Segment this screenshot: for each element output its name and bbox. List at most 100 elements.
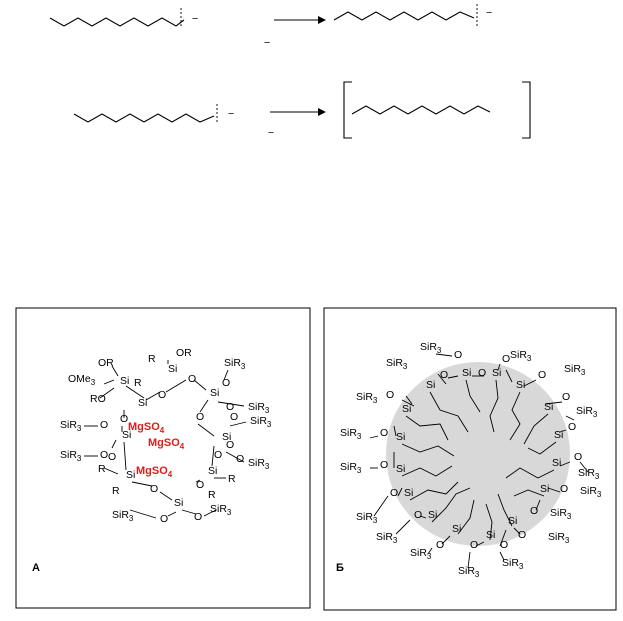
- alkyl-chain-12: [431, 487, 471, 523]
- alkyl-chain-15: [497, 493, 513, 527]
- alkyl-chain-3: [509, 391, 521, 441]
- bond-b-29: [565, 415, 575, 421]
- si-atom-b-11: Si: [540, 483, 549, 495]
- sir3-a-7-subscript: 3: [227, 508, 232, 517]
- oxygen-b-2: O: [478, 367, 486, 379]
- mgso4-1: MgSO4: [128, 421, 165, 435]
- alkyl-chain-10: [409, 481, 459, 501]
- sir3-a-5: SiR3: [248, 457, 270, 471]
- bond-b-0: [435, 353, 453, 357]
- alkyl-chain-0: [429, 391, 469, 433]
- bond-a-0: [125, 385, 145, 399]
- sir3-b-6-subscript: 3: [357, 432, 362, 441]
- sir3-b-5: SiR3: [576, 405, 598, 419]
- oxygen-a-5: O: [108, 451, 116, 463]
- bond-b-6: [523, 379, 537, 387]
- si-atom-a-0: Si: [120, 375, 129, 387]
- chain-reactant-2: [73, 113, 215, 123]
- bond-b-20: [513, 527, 521, 535]
- sir3-a-0: SiR3: [224, 357, 246, 371]
- bracket-left: [343, 81, 352, 139]
- oxygen-a-8: O: [150, 483, 158, 495]
- sir3-b-7-subscript: 3: [595, 472, 600, 481]
- oxygen-a-10: O: [194, 511, 202, 523]
- bond-b-2: [447, 375, 459, 379]
- si-atom-b-13: Si: [452, 523, 461, 535]
- sir3-b-2: SiR3: [510, 349, 532, 363]
- micelle-core: [386, 362, 570, 546]
- sir3-b-12-subscript: 3: [393, 536, 398, 545]
- sir3-b-11: SiR3: [550, 507, 572, 521]
- bond-a-5: [197, 423, 215, 437]
- bond-b-28: [499, 551, 505, 561]
- oxygen-a-3: O: [120, 413, 128, 425]
- sir3-a-3: SiR3: [60, 419, 82, 433]
- oxygen-b-7: O: [380, 427, 388, 439]
- bond-a-17: [111, 365, 119, 377]
- oxygen-a-15: O: [100, 449, 108, 461]
- bond-b-22: [369, 435, 379, 439]
- bond-b-7: [401, 399, 415, 407]
- alkyl-chain-14: [485, 503, 493, 541]
- sir3-b-2-subscript: 3: [527, 354, 532, 363]
- reaction-row-2: − −: [73, 81, 531, 139]
- oxygen-b-6: O: [562, 391, 570, 403]
- mgso4-1-subscript: 4: [160, 426, 165, 435]
- bond-b-4: [497, 363, 501, 371]
- oxygen-a-2: O: [196, 411, 204, 423]
- sir3-a-6-subscript: 3: [129, 514, 134, 523]
- r-group-1: R: [134, 377, 142, 389]
- alkyl-chain-11: [513, 489, 545, 497]
- reaction-row-1: − − −: [49, 4, 492, 49]
- bond-b-9: [393, 425, 397, 437]
- si-atom-a-4: Si: [122, 429, 131, 441]
- si-atom-a-1: Si: [138, 397, 147, 409]
- sir3-b-16: SiR3: [502, 557, 524, 571]
- oxygen-a-0: O: [158, 389, 166, 401]
- oxygen-a-1: O: [188, 373, 196, 385]
- sir3-a-1-subscript: 3: [265, 406, 270, 415]
- oxygen-b-13: O: [414, 509, 422, 521]
- sir3-b-14: SiR3: [410, 547, 432, 561]
- sir3-b-16-subscript: 3: [519, 562, 524, 571]
- r-group-4: R: [112, 485, 120, 497]
- ro-group: RO: [90, 393, 106, 405]
- oxygen-a-9: O: [160, 513, 168, 525]
- si-atom-a-7: Si: [208, 465, 217, 477]
- bond-b-27: [467, 551, 471, 569]
- chain-reactant-1: [49, 17, 185, 27]
- bracket-right: [522, 81, 531, 139]
- sir3-a-0-subscript: 3: [241, 362, 246, 371]
- sir3-b-3: SiR3: [564, 363, 586, 377]
- oxygen-a-11: O: [226, 401, 234, 413]
- bond-b-21: [405, 395, 413, 405]
- bond-b-8: [545, 401, 563, 405]
- oxygen-b-9: O: [380, 459, 388, 471]
- bond-a-3: [193, 379, 207, 391]
- charge-4: −: [228, 108, 234, 120]
- chain-product-1: [333, 11, 475, 21]
- panel-b-frame: [323, 307, 617, 611]
- sir3-b-4: SiR3: [356, 391, 378, 405]
- bond-a-12: [195, 479, 201, 483]
- r-group-3: R: [98, 463, 106, 475]
- oxygen-a-12: O: [226, 439, 234, 451]
- sir3-a-4: SiR3: [60, 449, 82, 463]
- oxygen-b-4: O: [538, 369, 546, 381]
- bond-b-15: [419, 515, 427, 519]
- bond-b-17: [441, 535, 451, 545]
- si-atom-b-10: Si: [404, 487, 413, 499]
- mgso4-3: MgSO4: [136, 465, 173, 479]
- sir3-b-5-subscript: 3: [593, 410, 598, 419]
- or-group-1: OR: [98, 357, 114, 369]
- charge-1: −: [192, 13, 198, 25]
- oxygen-b-10: O: [574, 451, 582, 463]
- bond-b-1: [437, 373, 447, 385]
- sir3-a-3-subscript: 3: [77, 424, 82, 433]
- oxygen-a-16: O: [236, 453, 244, 465]
- sir3-b-4-subscript: 3: [373, 396, 378, 405]
- sir3-b-1-subscript: 3: [403, 362, 408, 371]
- oxygen-a-4: O: [230, 411, 238, 423]
